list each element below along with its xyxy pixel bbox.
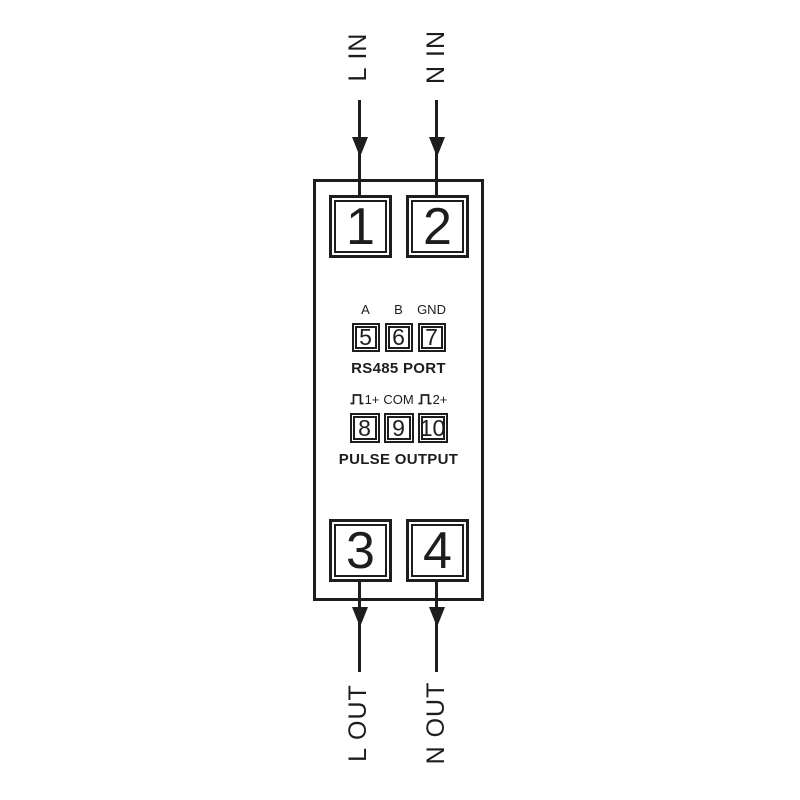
- pulse-pin-labels: 1+ COM 2+: [313, 391, 484, 407]
- terminal-10-number: 10: [419, 414, 446, 441]
- terminal-4-number: 4: [411, 524, 464, 577]
- terminal-5-number: 5: [354, 326, 377, 349]
- rs485-terminals: 5 6 7: [313, 323, 484, 352]
- terminal-1-number: 1: [334, 200, 387, 253]
- meter-body-outline: [313, 179, 484, 601]
- terminal-3: 3: [329, 519, 392, 582]
- pulse-pin-label-2: 2+: [418, 392, 448, 407]
- rs485-pin-labels: A B GND: [313, 301, 484, 317]
- terminal-2: 2: [406, 195, 469, 258]
- pulse-icon: [418, 394, 432, 405]
- terminal-8: 8: [349, 413, 380, 443]
- wire-l-out: [358, 582, 361, 672]
- rs485-pin-label-gnd: GND: [417, 302, 446, 317]
- pulse-pin-label-1-text: 1+: [364, 392, 380, 407]
- terminal-6: 6: [384, 323, 413, 352]
- label-n-out: N OUT: [421, 681, 450, 765]
- terminal-9-number: 9: [386, 416, 411, 440]
- terminal-10: 10: [417, 413, 448, 443]
- arrow-down-l-in: [352, 137, 368, 157]
- rs485-port-title: RS485 PORT: [351, 360, 446, 377]
- terminal-4: 4: [406, 519, 469, 582]
- arrow-down-l-out: [352, 607, 368, 627]
- pulse-pin-label-com: COM: [383, 392, 414, 407]
- pulse-icon: [350, 394, 364, 405]
- wire-n-out: [435, 582, 438, 672]
- terminal-7: 7: [417, 323, 446, 352]
- pulse-pin-label-1: 1+: [350, 392, 380, 407]
- terminal-9: 9: [383, 413, 414, 443]
- pulse-pin-label-2-text: 2+: [432, 392, 448, 407]
- rs485-pin-label-b: B: [394, 302, 403, 317]
- terminal-8-number: 8: [352, 416, 377, 440]
- terminal-1: 1: [329, 195, 392, 258]
- terminal-3-number: 3: [334, 524, 387, 577]
- pulse-output-title: PULSE OUTPUT: [338, 451, 459, 468]
- arrow-down-n-in: [429, 137, 445, 157]
- terminal-5: 5: [351, 323, 380, 352]
- terminal-7-number: 7: [420, 326, 443, 349]
- arrow-down-n-out: [429, 607, 445, 627]
- label-l-out: L OUT: [343, 684, 372, 762]
- rs485-pin-label-a: A: [361, 302, 370, 317]
- terminal-2-number: 2: [411, 200, 464, 253]
- terminal-6-number: 6: [387, 326, 410, 349]
- pulse-terminals: 8 9 10: [313, 413, 484, 443]
